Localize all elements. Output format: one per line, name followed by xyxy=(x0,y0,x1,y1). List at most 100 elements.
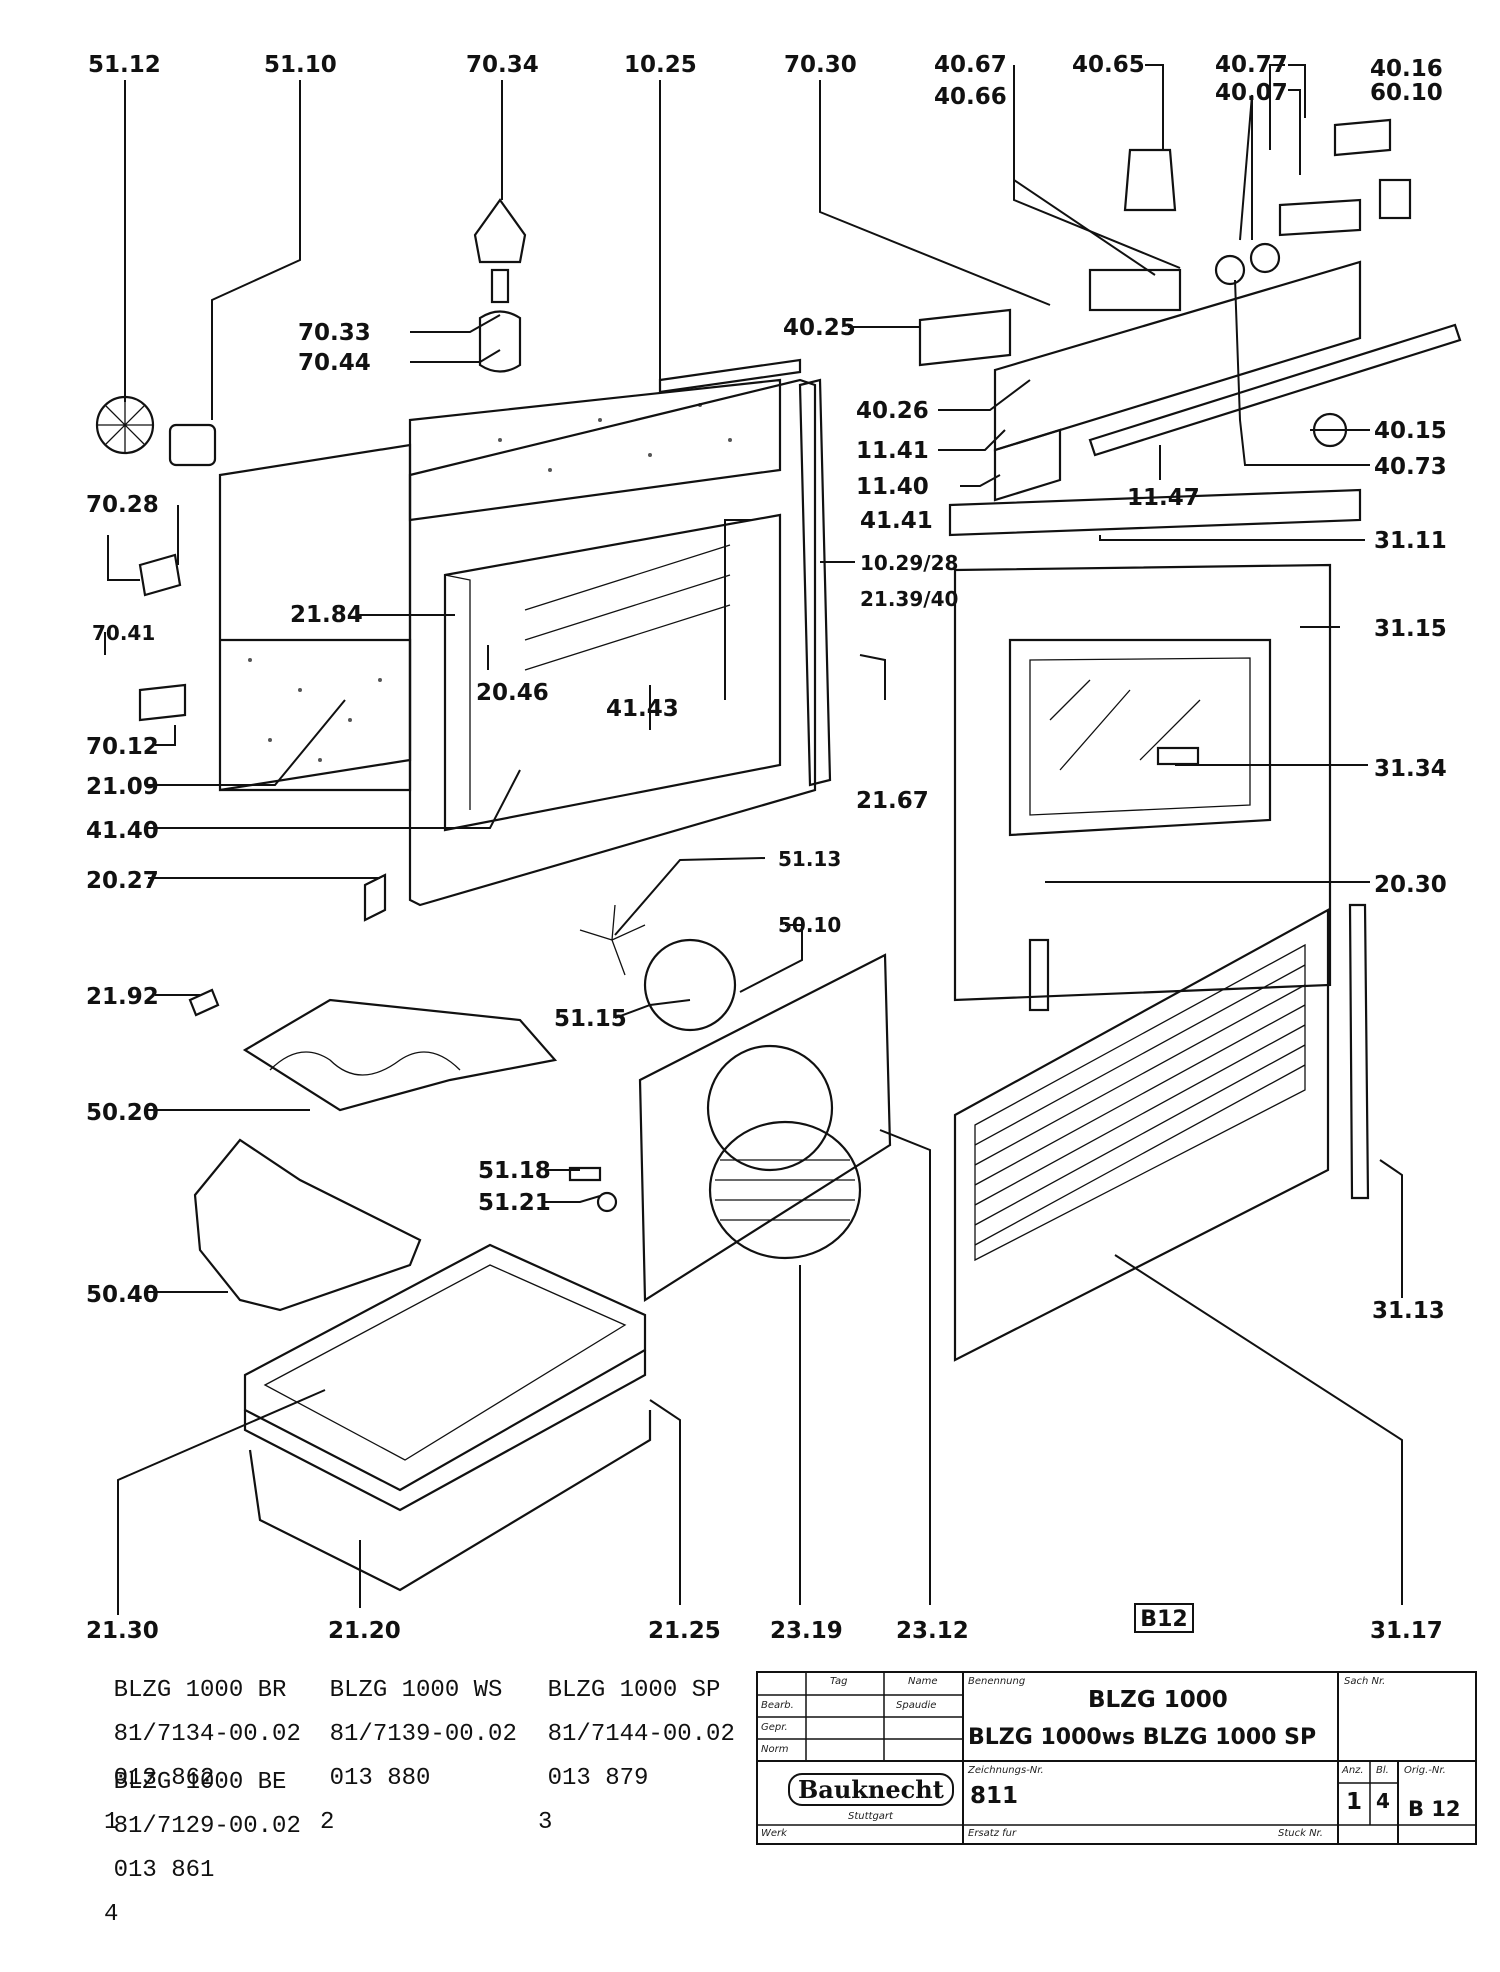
tb-anz-value: 1 xyxy=(1346,1789,1363,1815)
part-label-21.84: 21.84 xyxy=(290,602,363,628)
part-label-40.77: 40.77 xyxy=(1215,52,1288,78)
part-label-51.18: 51.18 xyxy=(478,1158,551,1184)
part-label-11.40: 11.40 xyxy=(856,474,929,500)
part-label-31.11: 31.11 xyxy=(1374,528,1447,554)
tb-grid xyxy=(758,1673,1475,1843)
part-label-40.66: 40.66 xyxy=(934,84,1007,110)
tb-ersatz-caption: Ersatz fur xyxy=(968,1828,1017,1839)
part-label-21.67: 21.67 xyxy=(856,788,929,814)
part-label-70.30: 70.30 xyxy=(784,52,857,78)
sheet-badge: B12 xyxy=(1134,1603,1194,1633)
tb-grid-lines xyxy=(758,1673,1475,1843)
variant-index: 4 xyxy=(104,1901,119,1928)
tb-col-tag: Tag xyxy=(830,1676,848,1687)
tb-blatt-value: 4 xyxy=(1376,1789,1390,1813)
part-label-51.12: 51.12 xyxy=(88,52,161,78)
part-label-31.34: 31.34 xyxy=(1374,756,1447,782)
part-label-51.10: 51.10 xyxy=(264,52,337,78)
part-label-20.27: 20.27 xyxy=(86,868,159,894)
tb-col-name: Name xyxy=(908,1676,938,1687)
variant-2: BLZG 1000 WS 81/7139-00.02 013 880 2 xyxy=(272,1658,517,1878)
tb-orig-value: B 12 xyxy=(1408,1797,1461,1821)
tb-row-bearb: Bearb. xyxy=(761,1700,794,1711)
variant-model: BLZG 1000 BE xyxy=(113,1769,287,1796)
part-label-70.41: 70.41 xyxy=(92,621,155,645)
part-label-21.39-40: 21.39/40 xyxy=(860,587,958,611)
part-label-60.10: 60.10 xyxy=(1370,80,1443,106)
part-label-50.20: 50.20 xyxy=(86,1100,159,1126)
part-label-21.92: 21.92 xyxy=(86,984,159,1010)
part-label-40.16: 40.16 xyxy=(1370,56,1443,82)
part-label-31.13: 31.13 xyxy=(1372,1298,1445,1324)
part-label-10.29-28: 10.29/28 xyxy=(860,551,958,575)
variant-index: 1 xyxy=(104,1809,119,1836)
part-label-21.20: 21.20 xyxy=(328,1618,401,1644)
part-outlines xyxy=(95,118,1462,1592)
part-label-20.30: 20.30 xyxy=(1374,872,1447,898)
variant-code: 81/7144-00.02 xyxy=(547,1721,735,1748)
tb-zeichnung-value: 811 xyxy=(970,1783,1019,1809)
part-label-51.15: 51.15 xyxy=(554,1006,627,1032)
part-label-50.10: 50.10 xyxy=(778,913,841,937)
tb-blatt-caption: Bl. xyxy=(1376,1765,1389,1776)
part-label-21.09: 21.09 xyxy=(86,774,159,800)
part-label-21.30: 21.30 xyxy=(86,1618,159,1644)
part-label-40.25: 40.25 xyxy=(783,315,856,341)
variant-code: 81/7139-00.02 xyxy=(329,1721,517,1748)
part-label-11.47: 11.47 xyxy=(1127,485,1200,511)
part-label-70.28: 70.28 xyxy=(86,492,159,518)
tb-orig-caption: Orig.-Nr. xyxy=(1404,1765,1446,1776)
part-label-40.26: 40.26 xyxy=(856,398,929,424)
part-label-51.21: 51.21 xyxy=(478,1190,551,1216)
variant-number: 013 880 xyxy=(329,1765,431,1792)
variant-model: BLZG 1000 SP xyxy=(547,1677,721,1704)
leader-lines xyxy=(104,64,1403,1615)
variant-index: 2 xyxy=(320,1809,335,1836)
part-label-40.67: 40.67 xyxy=(934,52,1007,78)
part-label-23.12: 23.12 xyxy=(896,1618,969,1644)
variant-number: 013 879 xyxy=(547,1765,649,1792)
exploded-parts-diagram: 51.12 51.10 70.34 10.25 70.30 40.67 40.6… xyxy=(86,52,1462,1644)
part-label-41.41: 41.41 xyxy=(860,508,933,534)
part-label-70.12: 70.12 xyxy=(86,734,159,760)
part-label-51.13: 51.13 xyxy=(778,847,841,871)
variant-code: 81/7129-00.02 xyxy=(113,1813,301,1840)
part-label-40.65: 40.65 xyxy=(1072,52,1145,78)
tb-sach-caption: Sach Nr. xyxy=(1344,1676,1386,1687)
tb-row-gepr: Gepr. xyxy=(761,1722,788,1733)
part-label-20.46: 20.46 xyxy=(476,680,549,706)
variant-index: 3 xyxy=(538,1809,553,1836)
title-block: Tag Name Bearb. Gepr. Norm Spaudie Benen… xyxy=(756,1671,1477,1845)
tb-city: Stuttgart xyxy=(848,1811,893,1822)
variant-model: BLZG 1000 WS xyxy=(329,1677,503,1704)
part-label-50.40: 50.40 xyxy=(86,1282,159,1308)
tb-signature: Spaudie xyxy=(896,1700,937,1711)
tb-werk-caption: Werk xyxy=(761,1828,787,1839)
part-label-40.73: 40.73 xyxy=(1374,454,1447,480)
tb-stuck-caption: Stuck Nr. xyxy=(1278,1828,1323,1839)
tb-benennung-caption: Benennung xyxy=(968,1676,1026,1687)
part-label-70.33: 70.33 xyxy=(298,320,371,346)
part-label-70.44: 70.44 xyxy=(298,350,371,376)
tb-title-line2: BLZG 1000ws BLZG 1000 SP xyxy=(968,1725,1317,1750)
part-label-41.40: 41.40 xyxy=(86,818,159,844)
variant-model: BLZG 1000 BR xyxy=(113,1677,287,1704)
part-label-10.25: 10.25 xyxy=(624,52,697,78)
variant-1: BLZG 1000 BR 81/7134-00.02 013 862 1 xyxy=(56,1658,301,1878)
part-label-70.34: 70.34 xyxy=(466,52,539,78)
part-label-40.07: 40.07 xyxy=(1215,80,1288,106)
variant-number: 013 861 xyxy=(113,1857,215,1884)
tb-title-line1: BLZG 1000 xyxy=(1088,1687,1228,1713)
variant-code: 81/7134-00.02 xyxy=(113,1721,301,1748)
part-label-11.41: 11.41 xyxy=(856,438,929,464)
tb-anz-caption: Anz. xyxy=(1342,1765,1364,1776)
part-label-31.17: 31.17 xyxy=(1370,1618,1443,1644)
part-label-31.15: 31.15 xyxy=(1374,616,1447,642)
variant-4: BLZG 1000 BE 81/7129-00.02 013 861 4 xyxy=(56,1750,301,1970)
part-label-23.19: 23.19 xyxy=(770,1618,843,1644)
part-label-40.15: 40.15 xyxy=(1374,418,1447,444)
tb-zeichnung-caption: Zeichnungs-Nr. xyxy=(968,1765,1044,1776)
part-label-41.43: 41.43 xyxy=(606,696,679,722)
tb-row-norm: Norm xyxy=(761,1744,789,1755)
variant-number: 013 862 xyxy=(113,1765,215,1792)
